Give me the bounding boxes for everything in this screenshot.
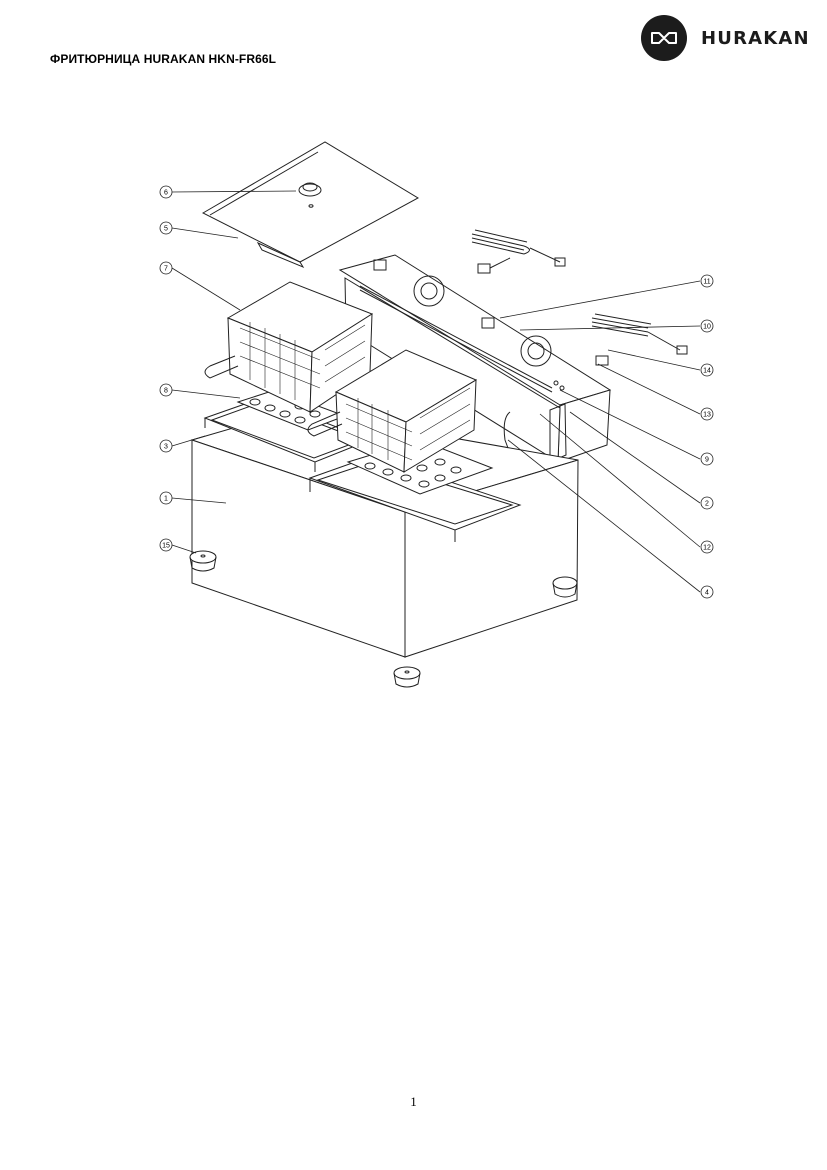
callout-11: 11 xyxy=(700,274,714,288)
svg-text:13: 13 xyxy=(703,412,711,419)
foot-left xyxy=(189,550,217,572)
svg-text:9: 9 xyxy=(705,457,709,464)
svg-text:8: 8 xyxy=(164,388,168,395)
frying-basket-right xyxy=(307,349,478,473)
svg-text:4: 4 xyxy=(705,590,709,597)
callout-14: 14 xyxy=(700,363,714,377)
frying-basket-left xyxy=(204,281,374,413)
svg-text:14: 14 xyxy=(703,368,711,375)
callout-5: 5 xyxy=(159,221,173,235)
svg-text:3: 3 xyxy=(164,444,168,451)
foot-right xyxy=(552,576,578,598)
svg-text:5: 5 xyxy=(164,226,168,233)
callout-7: 7 xyxy=(159,261,173,275)
heating-element-left xyxy=(471,229,566,274)
brand-logo: HURAKAN xyxy=(641,15,810,61)
callout-15: 15 xyxy=(159,538,173,552)
document-title: ФРИТЮРНИЦА HURAKAN HKN-FR66L xyxy=(50,52,277,66)
callout-13: 13 xyxy=(700,407,714,421)
callout-10: 10 xyxy=(700,319,714,333)
page-number: 1 xyxy=(410,1094,417,1109)
foot-front xyxy=(393,666,421,688)
svg-text:6: 6 xyxy=(164,190,168,197)
drain-pipe xyxy=(503,411,511,449)
callout-2: 2 xyxy=(700,496,714,510)
svg-text:7: 7 xyxy=(164,266,168,273)
svg-text:1: 1 xyxy=(164,496,168,503)
callout-3: 3 xyxy=(159,439,173,453)
brand-name: HURAKAN xyxy=(701,27,810,49)
lid xyxy=(201,141,420,269)
infinity-loop-icon xyxy=(641,15,687,61)
callout-1: 1 xyxy=(159,491,173,505)
callout-6: 6 xyxy=(159,185,173,199)
leader-lines xyxy=(171,190,701,593)
callout-9: 9 xyxy=(700,452,714,466)
exploded-view-diagram: 6 5 7 8 3 1 15 11 10 14 13 9 xyxy=(159,141,714,688)
callout-4: 4 xyxy=(700,585,714,599)
svg-text:12: 12 xyxy=(703,545,711,552)
callout-8: 8 xyxy=(159,383,173,397)
callout-12: 12 xyxy=(700,540,714,554)
svg-text:15: 15 xyxy=(162,543,170,550)
svg-text:10: 10 xyxy=(703,324,711,331)
heating-element-right xyxy=(591,313,688,366)
svg-text:2: 2 xyxy=(705,501,709,508)
svg-text:11: 11 xyxy=(703,279,710,286)
